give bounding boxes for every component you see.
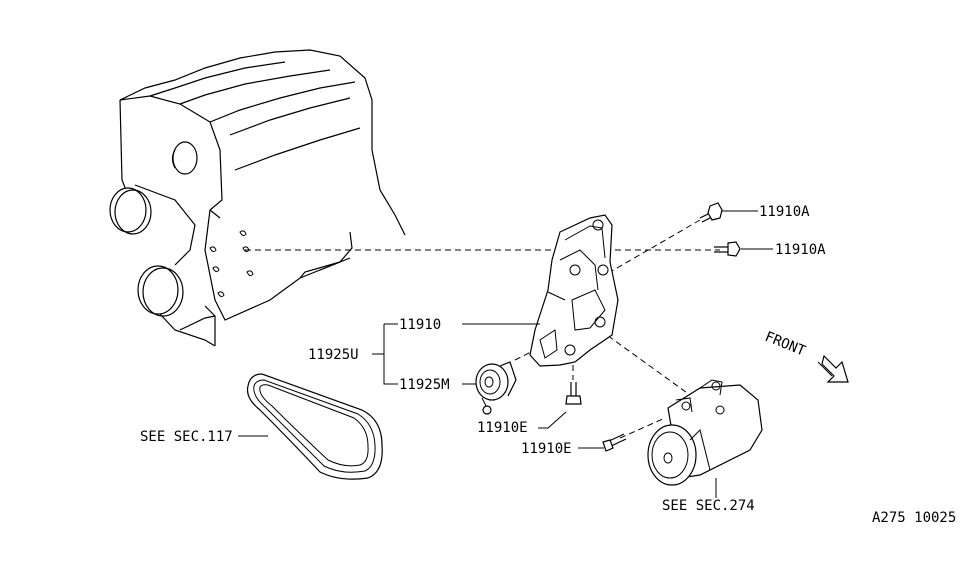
label-11910e-upper: 11910E xyxy=(477,420,528,436)
label-see-sec-274: SEE SEC.274 xyxy=(662,498,755,514)
label-11910a-lower: 11910A xyxy=(775,242,826,258)
label-11925m: 11925M xyxy=(399,377,450,393)
drawing-code: A275 10025 xyxy=(872,510,956,526)
idler-pulley-11925m xyxy=(475,361,517,415)
bracket-11910 xyxy=(529,214,619,367)
drive-belt xyxy=(246,373,383,480)
engine-block xyxy=(109,49,406,347)
bolt-11910a-lower xyxy=(714,241,741,257)
front-arrow xyxy=(817,354,849,383)
label-see-sec-117: SEE SEC.117 xyxy=(140,429,233,445)
ac-compressor xyxy=(647,379,763,486)
mounting-lines xyxy=(245,219,720,439)
label-front: FRONT xyxy=(763,329,809,360)
label-11910a-upper: 11910A xyxy=(759,204,810,220)
label-11910e-lower: 11910E xyxy=(521,441,572,457)
leader-lines xyxy=(238,210,773,498)
bolt-11910e-horizontal xyxy=(602,433,627,452)
label-11910: 11910 xyxy=(399,317,441,333)
label-11925u: 11925U xyxy=(308,347,359,363)
bolt-11910a-upper xyxy=(699,202,723,223)
bolt-11910e-vertical xyxy=(565,382,582,405)
